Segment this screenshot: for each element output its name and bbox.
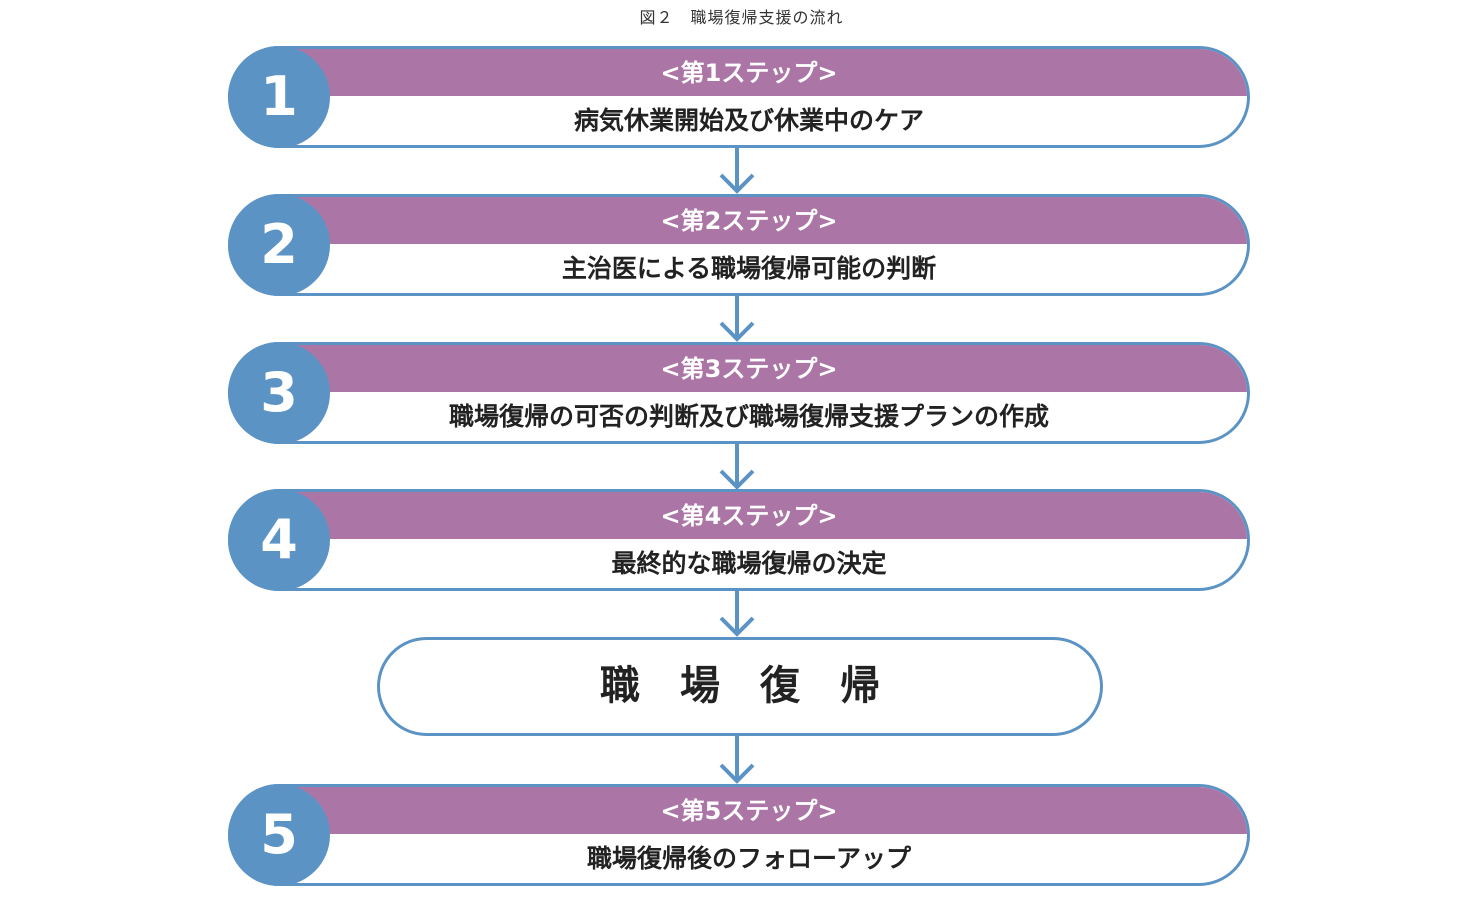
step-3-box: <第3ステップ> 職場復帰の可否の判断及び職場復帰支援プランの作成 <box>228 342 1250 444</box>
arrow-down-icon <box>719 736 755 784</box>
arrow-down-icon <box>719 591 755 637</box>
step-3-band <box>231 345 1247 392</box>
step-2-box: <第2ステップ> 主治医による職場復帰可能の判断 <box>228 194 1250 296</box>
arrow-down-icon <box>719 148 755 194</box>
step-5-label: <第5ステップ> <box>660 797 838 825</box>
step-4-band <box>231 492 1247 539</box>
step-3-number: 3 <box>228 342 330 444</box>
return-to-work-box: 職 場 復 帰 <box>377 637 1103 736</box>
step-2-band <box>231 197 1247 244</box>
step-4-number: 4 <box>228 489 330 591</box>
step-4-box: <第4ステップ> 最終的な職場復帰の決定 <box>228 489 1250 591</box>
arrow-down-icon <box>719 296 755 342</box>
return-to-work-text: 職 場 復 帰 <box>600 663 880 709</box>
step-1-description: 病気休業開始及び休業中のケア <box>573 106 924 135</box>
step-5-box: <第5ステップ> 職場復帰後のフォローアップ <box>228 784 1250 886</box>
step-2-description: 主治医による職場復帰可能の判断 <box>561 254 937 283</box>
step-5-number: 5 <box>228 784 330 886</box>
step-3-description: 職場復帰の可否の判断及び職場復帰支援プランの作成 <box>448 402 1049 431</box>
step-1-band <box>231 49 1247 96</box>
step-4-description: 最終的な職場復帰の決定 <box>611 549 887 578</box>
step-1-box: <第1ステップ> 病気休業開始及び休業中のケア <box>228 46 1250 148</box>
step-2-label: <第2ステップ> <box>660 207 838 235</box>
step-4-label: <第4ステップ> <box>660 502 838 530</box>
step-5-description: 職場復帰後のフォローアップ <box>586 844 911 873</box>
step-5-band <box>231 787 1247 834</box>
step-1-number: 1 <box>228 46 330 148</box>
step-1-label: <第1ステップ> <box>660 59 838 87</box>
step-2-number: 2 <box>228 194 330 296</box>
figure-title: 図２ 職場復帰支援の流れ <box>639 8 844 27</box>
arrow-down-icon <box>719 444 755 490</box>
step-3-label: <第3ステップ> <box>660 355 838 383</box>
